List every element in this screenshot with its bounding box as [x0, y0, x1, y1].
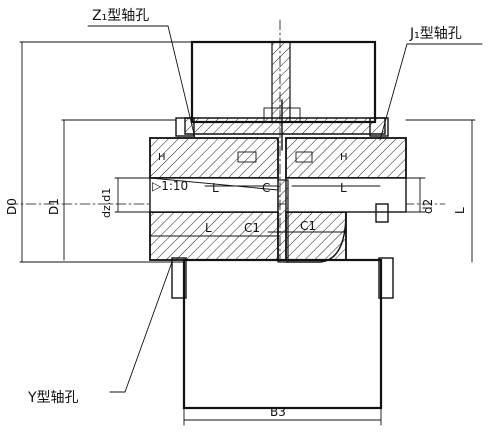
j1-shaft-hole-label: J₁型轴孔 — [409, 26, 462, 42]
dim-l-bottom: L — [205, 221, 212, 235]
dim-b3: B3 — [270, 405, 286, 419]
dim-l-taper: L — [212, 181, 219, 195]
dim-d2: d2 — [421, 199, 435, 214]
dim-c: C — [262, 181, 270, 195]
dim-h-left: H — [158, 152, 166, 163]
dimension-lines — [19, 41, 476, 426]
dim-l-right-mid: L — [340, 181, 347, 195]
left-hub — [149, 137, 279, 261]
z1-shaft-hole-label: Z₁型轴孔 — [92, 8, 149, 24]
drum-bottom — [171, 257, 394, 410]
center-spacer — [277, 179, 289, 263]
dim-d0: D0 — [5, 198, 19, 215]
dim-dz-d1: dz,d1 — [100, 188, 113, 218]
dim-c1-left: C1 — [244, 221, 260, 235]
dim-d1: D1 — [47, 198, 61, 215]
dim-l-right: L — [453, 207, 467, 214]
taper-ratio: ▷1:10 — [152, 179, 188, 193]
drum-top — [190, 40, 377, 124]
dim-c1-right: C1 — [300, 219, 316, 233]
right-hub — [285, 137, 407, 263]
outer-sleeve — [175, 99, 389, 151]
y-shaft-hole-label: Y型轴孔 — [27, 390, 79, 406]
leader-lines — [87, 25, 483, 393]
dim-h-right: H — [340, 152, 348, 163]
